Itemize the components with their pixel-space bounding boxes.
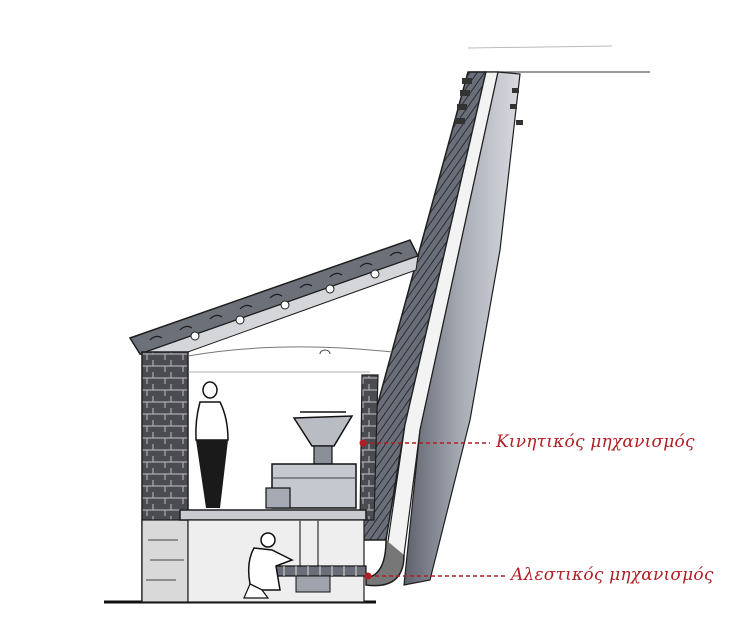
right-stone-wall bbox=[359, 374, 379, 521]
grinding-mechanism-label: Αλεστικός μηχανισμός bbox=[511, 565, 714, 585]
callout-kinetic bbox=[359, 439, 490, 447]
hopper-assembly bbox=[265, 411, 357, 509]
roof-tile-marks bbox=[149, 251, 403, 341]
chute-shaded-side bbox=[403, 71, 521, 586]
left-wall-base bbox=[141, 519, 189, 603]
roof-tiles bbox=[128, 239, 420, 355]
roof-beam-ends bbox=[190, 269, 380, 341]
callout-grinding bbox=[364, 572, 505, 580]
hill-sketch-line bbox=[467, 45, 613, 49]
chute-outlet bbox=[365, 539, 405, 587]
chute-top-blocks bbox=[455, 78, 523, 125]
upper-floor bbox=[179, 509, 367, 521]
interior-ceiling-line bbox=[187, 346, 393, 357]
standing-person-figure bbox=[195, 381, 229, 508]
water-wheel bbox=[275, 565, 367, 593]
kneeling-person-figure bbox=[243, 532, 294, 599]
kinetic-mechanism-label: Κινητικός μηχανισμός bbox=[496, 432, 695, 452]
